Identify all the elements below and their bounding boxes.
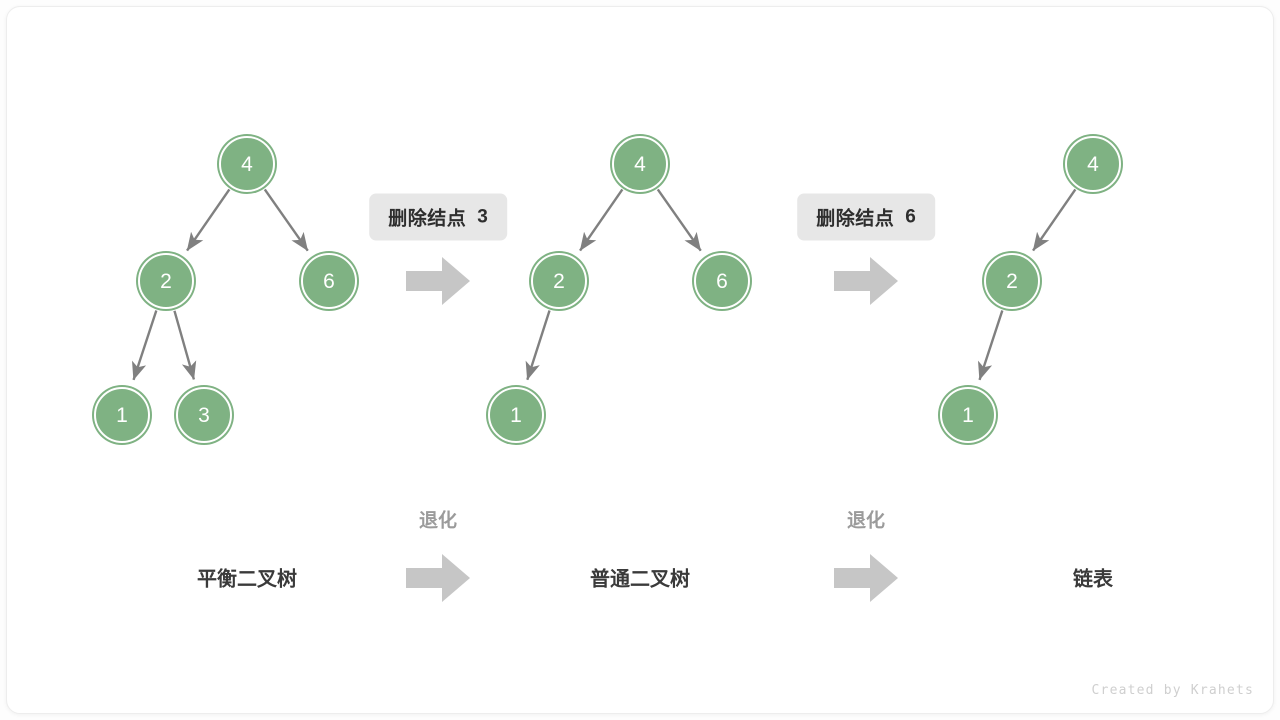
tree-node-label: 4 xyxy=(1087,152,1099,176)
tree-node-label: 6 xyxy=(323,269,335,293)
diagram-card xyxy=(6,6,1274,714)
tree-node[interactable]: 2 xyxy=(138,253,194,309)
tree-node[interactable]: 4 xyxy=(219,136,275,192)
operation-label-value: 3 xyxy=(477,206,488,227)
tree-node-label: 1 xyxy=(116,403,128,427)
tree-node[interactable]: 2 xyxy=(984,253,1040,309)
tree-transition-arrow xyxy=(406,253,470,309)
tree-node[interactable]: 6 xyxy=(694,253,750,309)
tree-node-label: 3 xyxy=(198,403,210,427)
tree-caption: 普通二叉树 xyxy=(590,568,690,591)
operation-label-text: 删除结点 xyxy=(388,208,467,230)
operation-label-value: 6 xyxy=(905,206,916,227)
tree-edge xyxy=(579,188,624,252)
tree-node[interactable]: 4 xyxy=(612,136,668,192)
tree-edge xyxy=(656,188,702,252)
tree-edge xyxy=(186,188,231,252)
tree-node-label: 2 xyxy=(553,269,565,293)
tree-node[interactable]: 1 xyxy=(488,387,544,443)
tree-node[interactable]: 2 xyxy=(531,253,587,309)
tree-node[interactable]: 4 xyxy=(1065,136,1121,192)
tree-node-label: 4 xyxy=(634,152,646,176)
watermark: Created by Krahets xyxy=(1091,683,1254,698)
block-arrow-shape xyxy=(834,257,898,305)
tree-node-label: 2 xyxy=(160,269,172,293)
transition-label: 退化 xyxy=(418,510,458,532)
tree-node[interactable]: 6 xyxy=(301,253,357,309)
tree-edge xyxy=(978,310,1004,381)
transition-label: 退化 xyxy=(846,510,886,532)
block-arrow-shape xyxy=(834,554,898,602)
block-arrow-shape xyxy=(406,257,470,305)
tree-node-label: 4 xyxy=(241,152,253,176)
operation-label-op-remove-6: 删除结点 6 xyxy=(797,193,935,241)
tree-node-label: 1 xyxy=(510,403,522,427)
tree-caption: 链表 xyxy=(1073,568,1113,591)
tree-edge xyxy=(173,310,197,380)
caption-transition-arrow xyxy=(406,550,470,606)
tree-edge xyxy=(1032,188,1077,252)
tree-node[interactable]: 1 xyxy=(94,387,150,443)
operation-label-text: 删除结点 xyxy=(816,208,895,230)
tree-transition-arrow xyxy=(834,253,898,309)
tree-edge xyxy=(132,310,158,381)
tree-caption: 平衡二叉树 xyxy=(197,568,297,591)
tree-node[interactable]: 1 xyxy=(940,387,996,443)
block-arrow-shape xyxy=(406,554,470,602)
tree-node-label: 6 xyxy=(716,269,728,293)
tree-node-label: 2 xyxy=(1006,269,1018,293)
tree-edge xyxy=(525,310,551,381)
tree-node-label: 1 xyxy=(962,403,974,427)
tree-node[interactable]: 3 xyxy=(176,387,232,443)
tree-edge xyxy=(263,188,309,252)
caption-transition-arrow xyxy=(834,550,898,606)
operation-label-op-remove-3: 删除结点 3 xyxy=(369,193,507,241)
